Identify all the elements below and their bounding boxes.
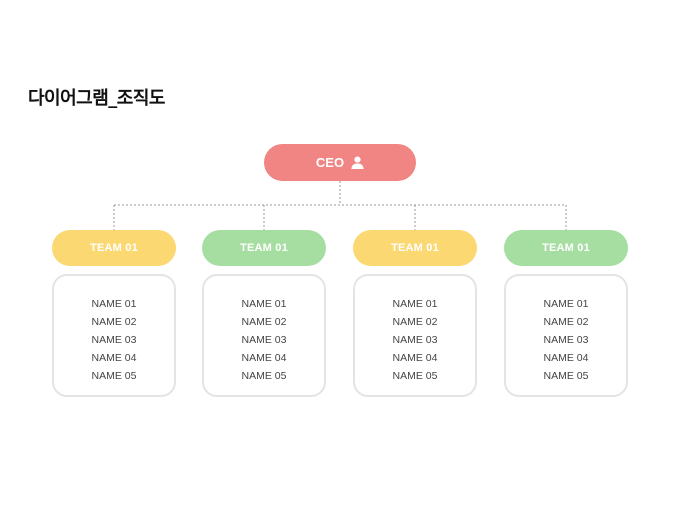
page-title: 다이어그램_조직도 — [28, 88, 165, 109]
list-item: NAME 04 — [241, 352, 287, 364]
team-header: TEAM 01 — [504, 230, 628, 266]
list-item: NAME 03 — [91, 334, 137, 346]
list-item: NAME 04 — [543, 352, 589, 364]
team-header: TEAM 01 — [353, 230, 477, 266]
list-item: NAME 01 — [392, 298, 438, 310]
list-item: NAME 03 — [543, 334, 589, 346]
list-item: NAME 05 — [392, 370, 438, 382]
list-item: NAME 04 — [392, 352, 438, 364]
team-header: TEAM 01 — [202, 230, 326, 266]
list-item: NAME 02 — [241, 316, 287, 328]
list-item: NAME 05 — [543, 370, 589, 382]
list-item: NAME 03 — [392, 334, 438, 346]
member-list: NAME 01 NAME 02 NAME 03 NAME 04 NAME 05 — [204, 276, 324, 385]
team-member-box: NAME 01 NAME 02 NAME 03 NAME 04 NAME 05 — [504, 274, 628, 397]
list-item: NAME 02 — [392, 316, 438, 328]
team-member-box: NAME 01 NAME 02 NAME 03 NAME 04 NAME 05 — [52, 274, 176, 397]
ceo-node: CEO — [264, 144, 416, 181]
list-item: NAME 03 — [241, 334, 287, 346]
list-item: NAME 05 — [91, 370, 137, 382]
list-item: NAME 02 — [543, 316, 589, 328]
team-member-box: NAME 01 NAME 02 NAME 03 NAME 04 NAME 05 — [202, 274, 326, 397]
list-item: NAME 05 — [241, 370, 287, 382]
team-member-box: NAME 01 NAME 02 NAME 03 NAME 04 NAME 05 — [353, 274, 477, 397]
member-list: NAME 01 NAME 02 NAME 03 NAME 04 NAME 05 — [54, 276, 174, 385]
list-item: NAME 01 — [91, 298, 137, 310]
list-item: NAME 02 — [91, 316, 137, 328]
ceo-label: CEO — [315, 155, 345, 170]
list-item: NAME 04 — [91, 352, 137, 364]
member-list: NAME 01 NAME 02 NAME 03 NAME 04 NAME 05 — [506, 276, 626, 385]
member-list: NAME 01 NAME 02 NAME 03 NAME 04 NAME 05 — [355, 276, 475, 385]
list-item: NAME 01 — [543, 298, 589, 310]
team-header: TEAM 01 — [52, 230, 176, 266]
list-item: NAME 01 — [241, 298, 287, 310]
user-icon — [351, 156, 364, 169]
